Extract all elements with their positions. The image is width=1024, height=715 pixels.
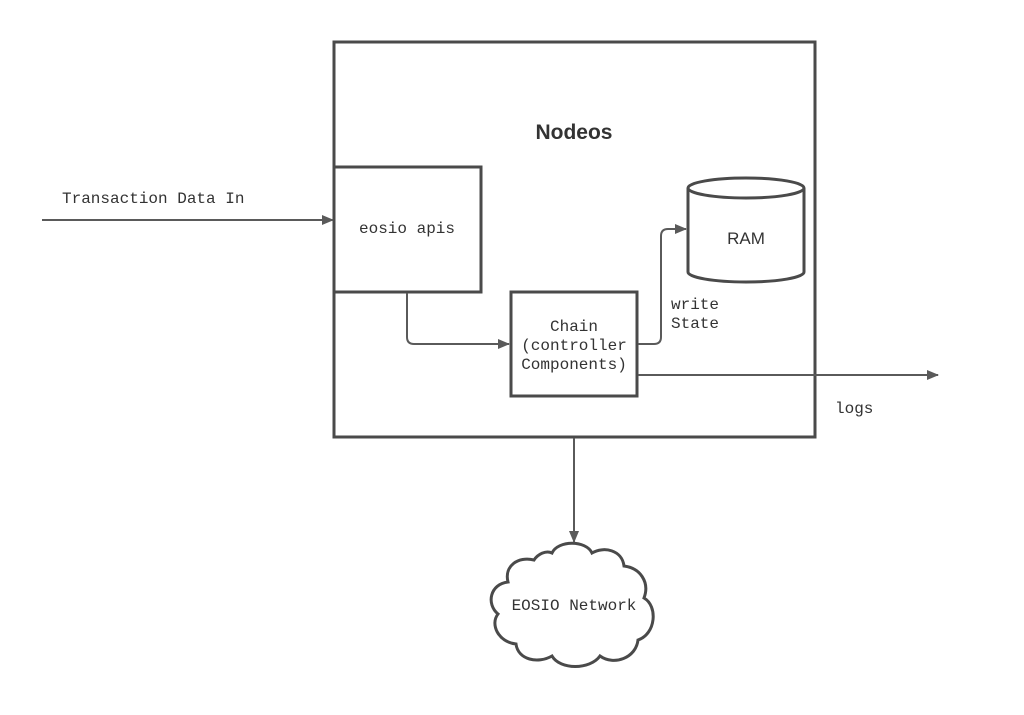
eosio-network-label: EOSIO Network (512, 597, 637, 615)
write-state-label-line2: State (671, 315, 719, 333)
chain-label-line1: Chain (550, 318, 598, 336)
transaction-data-in-label: Transaction Data In (62, 190, 244, 208)
nodeos-title: Nodeos (535, 121, 612, 144)
eosio-apis-label: eosio apis (359, 220, 455, 238)
eosio-network-cloud: EOSIO Network (489, 541, 655, 668)
write-state-label-line1: write (671, 296, 719, 314)
ram-cylinder: RAM (686, 176, 806, 284)
edge-chain-to-logs: logs (638, 370, 939, 418)
eosio-apis-box: eosio apis (332, 165, 483, 294)
edge-chain-to-ram: write State (638, 224, 719, 345)
edge-transaction-in: Transaction Data In (42, 190, 334, 225)
edge-apis-to-chain (406, 293, 510, 349)
chain-label-line3: Components) (521, 356, 627, 374)
chain-label-line2: (controller (521, 337, 627, 355)
ram-label: RAM (727, 229, 765, 248)
logs-label: logs (835, 400, 873, 418)
chain-controller-box: Chain (controller Components) (509, 290, 639, 398)
